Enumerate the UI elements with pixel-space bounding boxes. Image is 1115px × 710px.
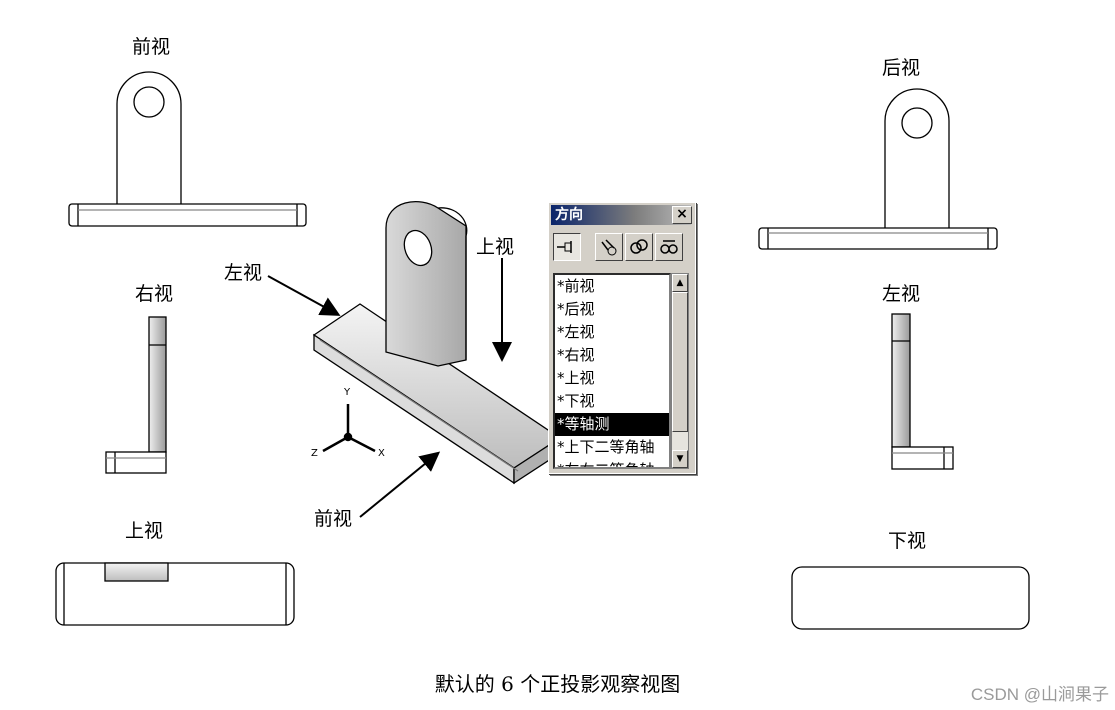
list-item[interactable]: *左视 [557, 323, 595, 341]
list-scrollbar[interactable]: ▲ ▼ [671, 273, 689, 469]
list-item[interactable]: *右视 [557, 346, 595, 364]
close-button[interactable]: × [672, 206, 692, 224]
reset-view-button[interactable] [655, 233, 683, 261]
left-view-arrow [267, 275, 341, 316]
list-item[interactable]: *上视 [557, 369, 595, 387]
list-item[interactable]: *后视 [557, 300, 595, 318]
list-item[interactable]: *上下二等角轴 [557, 438, 655, 456]
axis-triad [322, 404, 376, 453]
left-view-drawing [891, 313, 954, 470]
front-view-label: 前视 [132, 36, 171, 58]
bottom-view-label: 下视 [888, 530, 927, 552]
iso-front-label: 前视 [314, 508, 353, 530]
top-view-drawing [55, 562, 295, 626]
view-list[interactable]: *前视 *后视 *左视 *右视 *上视 *下视 *等轴测 *上下二等角轴 *左右… [553, 273, 671, 469]
orientation-dialog: 方向 × *前视 *后视 *左视 *右视 *上视 *下视 *等 [548, 202, 696, 474]
list-item[interactable]: *下视 [557, 392, 595, 410]
pin-button[interactable] [553, 233, 581, 261]
scroll-up-button[interactable]: ▲ [672, 274, 688, 292]
figure-caption: 默认的 6 个正投影观察视图 [434, 672, 681, 696]
scroll-down-button[interactable]: ▼ [672, 450, 688, 468]
right-view-drawing [105, 316, 167, 474]
view-reset-icon [660, 240, 678, 254]
pin-icon [557, 241, 572, 253]
scroll-thumb[interactable] [672, 292, 688, 432]
axis-y-label: Y [344, 387, 351, 398]
axis-x-label: X [378, 448, 385, 459]
front-view-drawing [68, 71, 307, 227]
iso-left-label: 左视 [224, 262, 263, 284]
back-view-label: 后视 [882, 57, 921, 79]
list-item[interactable]: *前视 [557, 277, 595, 295]
view-new-icon [601, 239, 617, 256]
watermark: CSDN @山涧果子 [970, 685, 1109, 704]
list-item[interactable]: *左右二等角轴 [555, 459, 669, 467]
top-view-label: 上视 [125, 520, 164, 542]
view-update-icon [630, 239, 648, 254]
iso-top-label: 上视 [476, 236, 515, 258]
bottom-view-drawing [791, 566, 1030, 630]
new-view-button[interactable] [595, 233, 623, 261]
dialog-title: 方向 [551, 205, 691, 225]
back-view-drawing [758, 88, 998, 250]
update-view-button[interactable] [625, 233, 653, 261]
right-view-label: 右视 [135, 283, 174, 305]
list-item-selected[interactable]: *等轴测 [555, 413, 669, 436]
front-view-arrow [359, 451, 441, 518]
left-view-label: 左视 [882, 283, 921, 305]
axis-z-label: Z [311, 448, 318, 459]
isometric-model [312, 201, 562, 485]
